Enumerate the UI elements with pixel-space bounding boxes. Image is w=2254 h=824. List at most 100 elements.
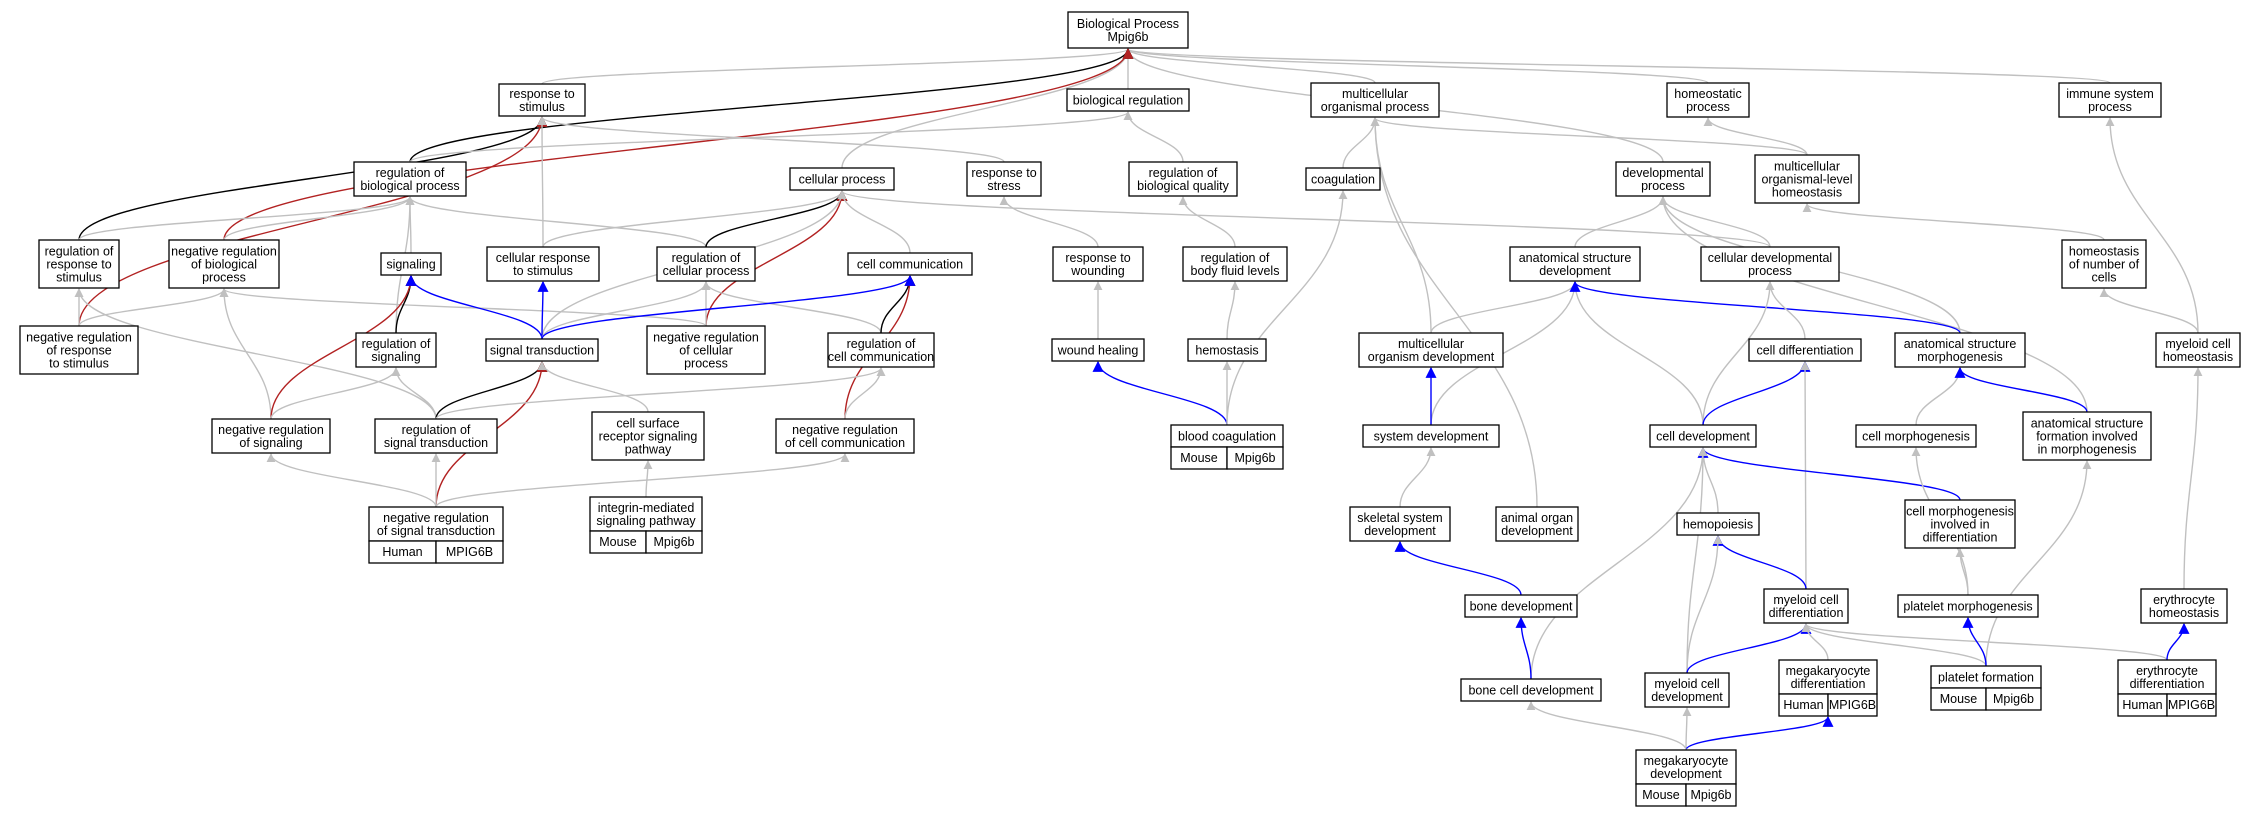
node-box [1187, 338, 1267, 362]
edge-line-39 [1802, 203, 2105, 241]
node-breg[interactable]: biological regulation [1066, 88, 1190, 112]
node-cdiff[interactable]: cell differentiation [1748, 338, 1862, 362]
edge-imsp-to-csrsp [643, 460, 653, 498]
node-label-line: regulation of [672, 251, 741, 265]
node-box [1666, 82, 1750, 118]
node-label-line: signaling [386, 258, 435, 272]
node-label-line: biological regulation [1073, 94, 1184, 108]
node-bcd[interactable]: bone cell development [1460, 678, 1602, 702]
node-box [485, 338, 599, 362]
node-coag[interactable]: coagulation [1305, 167, 1381, 191]
node-hemo[interactable]: hemostasis [1187, 338, 1267, 362]
node-box [380, 252, 442, 276]
node-box [19, 325, 139, 375]
node-sig[interactable]: signaling [380, 252, 442, 276]
node-pm[interactable]: platelet morphogenesis [1897, 594, 2039, 618]
edge-mch-to-isp [2105, 117, 2199, 334]
edge-line-3 [1123, 48, 1709, 84]
node-cdev[interactable]: cell development [1649, 424, 1757, 448]
node-wh[interactable]: wound healing [1051, 338, 1145, 362]
edge-rbp-to-breg [409, 111, 1133, 163]
node-label-line: cellular response [496, 251, 591, 265]
edge-line-33 [1178, 196, 1236, 248]
edge-nrs-to-nrbp [219, 288, 272, 420]
node-label-line: Biological Process [1077, 17, 1179, 31]
edge-nrcp-to-nrbp [219, 288, 707, 327]
edge-ediff-to-mcdiff [1801, 623, 2168, 661]
node-label-line: response to [509, 87, 574, 101]
node-sd[interactable]: system development [1362, 424, 1500, 448]
edge-asfm-to-devp [1658, 196, 2088, 413]
node-cc[interactable]: cell communication [847, 252, 973, 276]
edge-line-62 [1702, 281, 1775, 426]
edge-rrts-to-rts [78, 115, 548, 241]
node-cmorph[interactable]: cell morphogenesis [1855, 424, 1977, 448]
node-label-line: Mpig6b [1108, 30, 1149, 44]
edge-line-94 [1515, 616, 1532, 680]
edge-line-44 [219, 288, 707, 327]
edge-mcdiff-to-hemop [1712, 534, 1807, 590]
node-hemop[interactable]: hemopoiesis [1676, 512, 1760, 536]
node-bd[interactable]: bone development [1464, 594, 1578, 618]
edge-mlh-to-mop [1370, 117, 1808, 156]
edge-rst-to-st [435, 360, 548, 420]
edge-st-to-rcp [541, 281, 711, 340]
edge-line-22 [223, 196, 415, 241]
node-label-line: process [2088, 100, 2132, 114]
node-box [1460, 678, 1602, 702]
node-st[interactable]: signal transduction [485, 338, 599, 362]
node-box [656, 246, 756, 282]
edge-mod-to-mop [1370, 117, 1432, 334]
node-label-line: negative regulation [653, 331, 759, 345]
edge-cdev-to-asd [1570, 281, 1704, 426]
node-box [486, 246, 600, 282]
gene-cell-label: Mpig6b [654, 535, 695, 549]
node-cp[interactable]: cellular process [789, 167, 895, 191]
